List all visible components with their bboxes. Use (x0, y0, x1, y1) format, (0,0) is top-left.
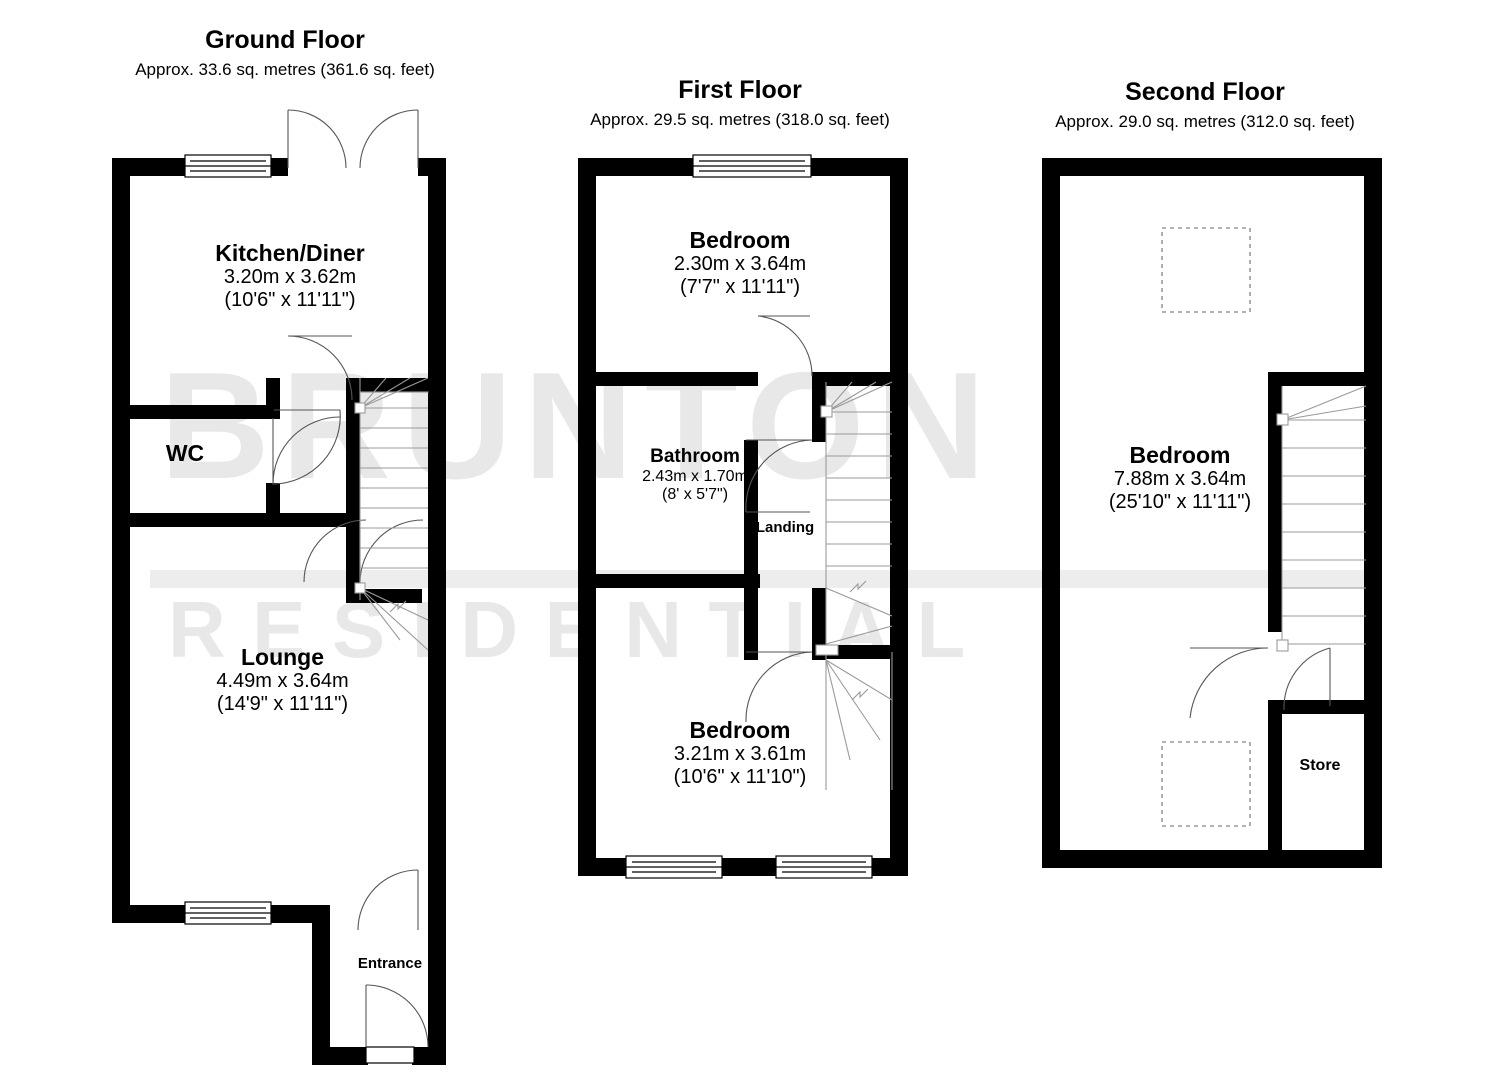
room-label-landing: Landing (735, 519, 835, 536)
first-floor-area: Approx. 29.5 sq. metres (318.0 sq. feet) (590, 110, 890, 129)
room-label-entrance: Entrance (330, 955, 450, 972)
room-label-lounge: Lounge 4.49m x 3.64m (14'9" x 11'11") (155, 644, 410, 716)
room-label-store: Store (1275, 757, 1365, 775)
room-name: Bedroom (689, 227, 791, 253)
room-dimensions-imperial: (7'7" x 11'11") (679, 276, 801, 299)
room-label-bathroom: Bathroom 2.43m x 1.70m (8' x 5'7") (580, 446, 810, 504)
room-label-kitchen-diner: Kitchen/Diner 3.20m x 3.62m (10'6" x 11'… (145, 240, 435, 312)
second-floor-area: Approx. 29.0 sq. metres (312.0 sq. feet) (1055, 112, 1355, 131)
room-name: Bedroom (689, 717, 791, 743)
ground-floor-drawing (112, 109, 446, 1065)
second-floor-title: Second Floor (1125, 78, 1285, 106)
room-name: Entrance (357, 955, 423, 972)
room-dimensions-metric: 7.88m x 3.64m (1113, 468, 1247, 491)
room-name: WC (165, 440, 205, 466)
room-label-bedroom-second: Bedroom 7.88m x 3.64m (25'10" x 11'11") (1055, 442, 1305, 514)
room-dimensions-imperial: (14'9" x 11'11") (216, 693, 349, 716)
room-dimensions-imperial: (10'6" x 11'10") (673, 766, 807, 789)
first-floor-drawing (578, 154, 908, 879)
room-name: Lounge (240, 644, 325, 670)
room-dimensions-imperial: (8' x 5'7") (661, 485, 729, 503)
room-dimensions-imperial: (25'10" x 11'11") (1108, 491, 1252, 514)
second-floor-drawing (1042, 158, 1382, 868)
room-dimensions-metric: 2.43m x 1.70m (642, 467, 748, 485)
room-label-bedroom-first-rear: Bedroom 3.21m x 3.61m (10'6" x 11'10") (615, 717, 865, 789)
room-label-bedroom-first-front: Bedroom 2.30m x 3.64m (7'7" x 11'11") (615, 227, 865, 299)
room-name: Bedroom (1129, 442, 1231, 468)
room-label-wc: WC (130, 440, 240, 466)
room-dimensions-metric: 3.20m x 3.62m (223, 266, 357, 289)
room-name: Bathroom (650, 446, 740, 467)
room-dimensions-metric: 2.30m x 3.64m (673, 253, 807, 276)
room-dimensions-metric: 3.21m x 3.61m (673, 743, 807, 766)
room-dimensions-metric: 4.49m x 3.64m (216, 670, 349, 693)
room-name: Store (1299, 757, 1341, 774)
ground-floor-area: Approx. 33.6 sq. metres (361.6 sq. feet) (135, 60, 435, 79)
room-name: Kitchen/Diner (215, 240, 365, 266)
room-name: Landing (755, 519, 815, 536)
ground-floor-title: Ground Floor (205, 26, 365, 54)
room-dimensions-imperial: (10'6" x 11'11") (224, 289, 356, 312)
first-floor-title: First Floor (678, 76, 802, 104)
